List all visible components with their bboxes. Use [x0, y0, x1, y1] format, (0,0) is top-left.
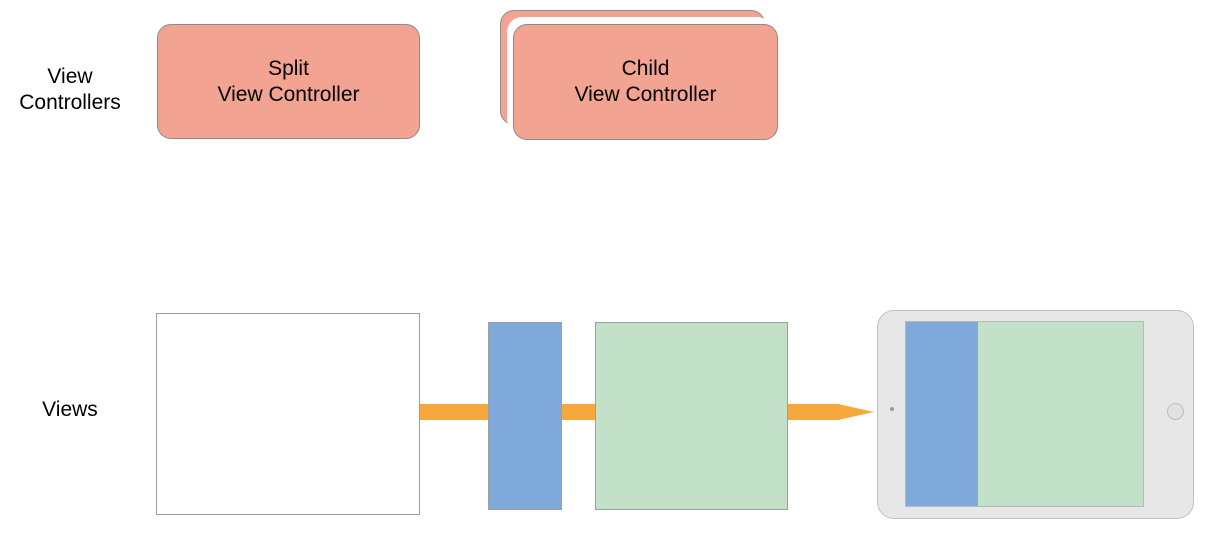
split-view-controller-card[interactable]: Split View Controller: [157, 24, 420, 139]
flow-arrow-segment-3: [786, 404, 840, 420]
ipad-device[interactable]: [877, 310, 1194, 519]
ipad-home-button-icon[interactable]: [1167, 403, 1184, 420]
split-view-controller-label: Split View Controller: [217, 56, 360, 106]
primary-column-view-rect[interactable]: [488, 322, 562, 510]
flow-arrow-segment-1: [420, 404, 490, 420]
ipad-screen-primary-column: [906, 322, 978, 506]
row-label-view-controllers: View Controllers: [19, 65, 121, 114]
ipad-camera-icon: [890, 407, 894, 411]
flow-arrow-head-icon: [838, 389, 874, 435]
window-view-rect[interactable]: [156, 313, 420, 515]
ipad-screen: [905, 321, 1144, 507]
row-label-views: Views: [42, 398, 98, 421]
child-view-controller-label: Child View Controller: [574, 57, 717, 106]
flow-arrow-segment-2: [560, 404, 597, 420]
secondary-column-view-rect[interactable]: [595, 322, 788, 510]
child-view-controller-card-front[interactable]: Child View Controller: [513, 24, 778, 140]
ipad-screen-secondary-column: [978, 322, 1143, 506]
